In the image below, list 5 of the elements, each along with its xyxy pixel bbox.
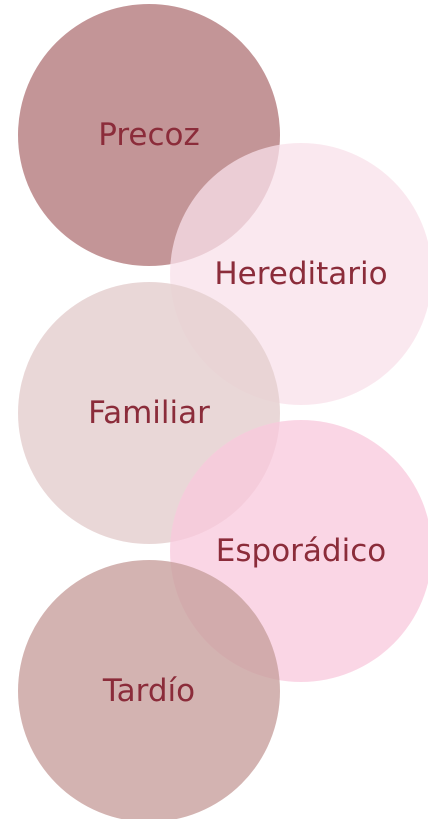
circle-label: Esporádico <box>216 533 386 569</box>
circle-label: Familiar <box>88 395 210 431</box>
circle-label: Tardío <box>102 673 196 709</box>
circle-label: Hereditario <box>214 256 388 292</box>
circle-label: Precoz <box>98 117 200 153</box>
